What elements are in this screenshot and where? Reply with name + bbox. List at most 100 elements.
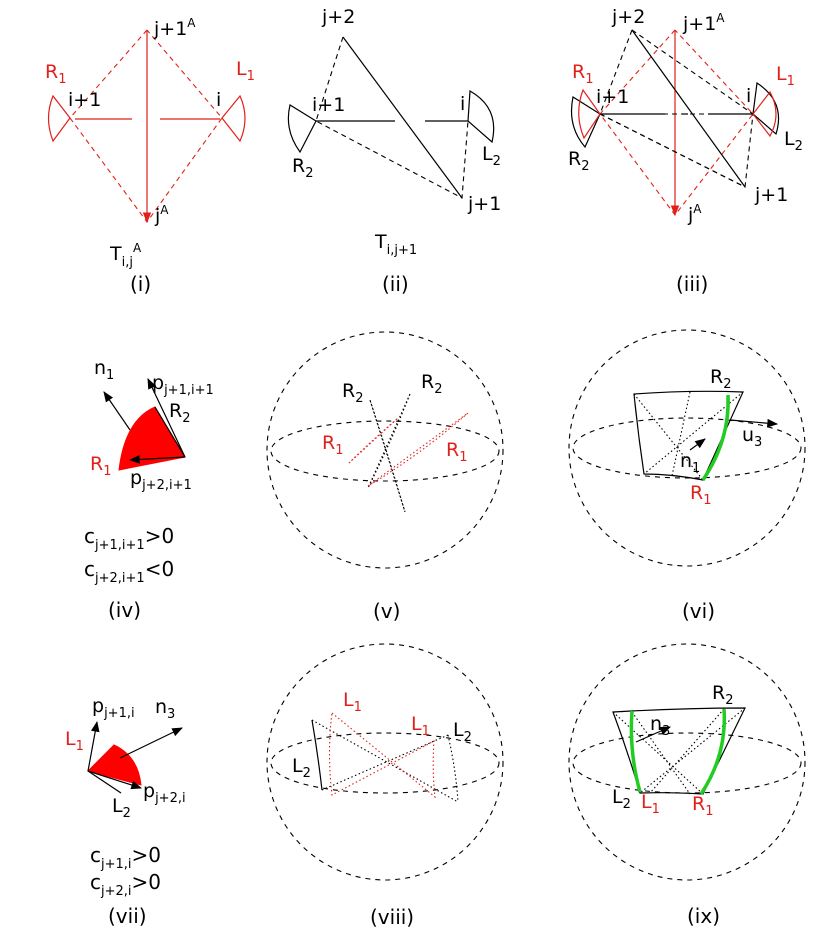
wedge-R2-left [369,399,406,513]
panel-iii: j+2 j+1A R1 L1 i+1 i R2 L2 j+1 jA (iii) [568,6,803,296]
red-sector [118,406,186,471]
panel-v: R2 R2 R1 R1 (v) [266,331,504,623]
label-n3: n3 [155,696,175,722]
label-i: i [216,89,221,111]
red-cone-right [221,94,246,143]
label-R2-left: R2 [342,380,363,406]
panel-iv: n1 pj+1,i+1 R2 R1 pj+2,i+1 cj+1,i+1>0 cj… [84,357,214,622]
green-edge-right [699,708,727,795]
label-i: i [460,93,465,115]
dashed-cross-2 [631,29,754,115]
red-cone-left [47,94,71,143]
edge-L2 [87,770,122,794]
arrow-p-j2-i1 [128,455,186,464]
cone-R2 [287,104,317,154]
cone-L2 [467,90,495,144]
label-j+1: j+1 [467,193,501,215]
dashed-cross-1 [599,113,746,188]
label-R1: R1 [690,482,711,508]
label-j+2: j+2 [611,6,645,28]
label-j+1-A: j+1A [682,11,725,35]
label-R2: R2 [292,155,313,181]
caption-i: (i) [130,272,151,296]
arrow-n1 [103,391,131,431]
equator [572,417,802,479]
caption-iv: (iv) [108,598,141,622]
edge-R2 [154,406,186,458]
dotted-diagonal-4 [649,708,725,794]
label-L1: L1 [236,58,255,84]
label-T-ij1: Ti,j+1 [374,231,417,258]
label-R1-right: R1 [446,439,467,465]
arrow-p-j2-i [87,770,143,790]
label-L1: L1 [641,791,660,817]
sphere [568,643,806,881]
label-L1: L1 [65,728,84,754]
caption-viii: (viii) [370,905,414,929]
wedge-R1-left [348,417,399,464]
red-dashed-rhombus [599,29,754,216]
label-L2: L2 [784,128,803,154]
label-R1: R1 [692,793,713,819]
equator [270,732,500,794]
label-p-j1-i1: pj+1,i+1 [152,372,214,398]
label-p-j1-i: pj+1,i [92,695,135,721]
inequality-c-j2-i1: cj+2,i+1<0 [84,557,174,586]
inequality-c-j1-i1: cj+1,i+1>0 [84,524,174,553]
dashed-edges [315,36,469,199]
panel-viii: L1 L1 L2 L2 (viii) [266,643,504,929]
panel-ix: R2 n3 L2 L1 R1 (ix) [568,643,806,928]
dashed-edges [599,29,754,188]
sphere [266,331,504,569]
edge-L2-left [311,719,323,791]
label-L2: L2 [482,143,501,169]
sphere [568,329,806,567]
label-j+2: j+2 [321,6,355,28]
cone-L1 [752,90,777,138]
dotted-diagonal-2 [639,707,746,794]
inequality-c-j2-i: cj+2,i>0 [90,870,161,899]
sphere [266,643,504,881]
label-j+1-A: j+1A [153,16,196,40]
caption-v: (v) [373,599,400,623]
label-p-j2-i1: pj+2,i+1 [130,467,192,493]
label-i: i [746,85,751,107]
label-R2: R2 [169,400,190,426]
label-R2: R2 [712,682,733,708]
label-R2: R2 [710,366,731,392]
label-i+1: i+1 [596,86,629,108]
inequality-c-j1-i: cj+1,i>0 [90,843,161,872]
wedge-R1-right [367,412,469,487]
panel-vi: R2 u3 n1 R1 (vi) [568,329,806,623]
panel-i: R1 L1 i+1 i j+1A jA Ti,jA (i) [45,16,255,296]
label-u3: u3 [742,424,762,450]
edge-L2-right [447,734,459,803]
green-edge-left [629,710,642,793]
label-p-j2-i: pj+2,i [143,780,186,806]
cone-R2 [570,96,601,149]
cone-L2 [752,81,780,136]
ruled-surface [612,707,746,795]
caption-vii: (vii) [108,904,147,928]
label-R1: R1 [45,61,66,87]
label-R1-left: R1 [322,432,343,458]
label-L1: L1 [776,63,795,89]
label-R1: R1 [572,61,593,87]
diagonal-j2 [342,36,463,199]
label-L2-right: L2 [453,719,472,745]
red-dashed-rhombus [69,29,223,223]
equator [270,420,500,482]
dotted-diagonal-1 [612,711,704,795]
caption-ii: (ii) [382,272,409,296]
label-j-A: jA [687,202,702,226]
arrow-u3 [729,418,779,428]
label-j+1: j+1 [754,184,788,206]
arrow-n3 [635,726,671,743]
diagonal-j2 [631,29,746,188]
label-n1: n1 [680,450,700,476]
caption-vi: (vi) [682,599,715,623]
equator [572,732,802,794]
arrow-n1 [689,438,706,451]
label-i+1: i+1 [312,94,345,116]
